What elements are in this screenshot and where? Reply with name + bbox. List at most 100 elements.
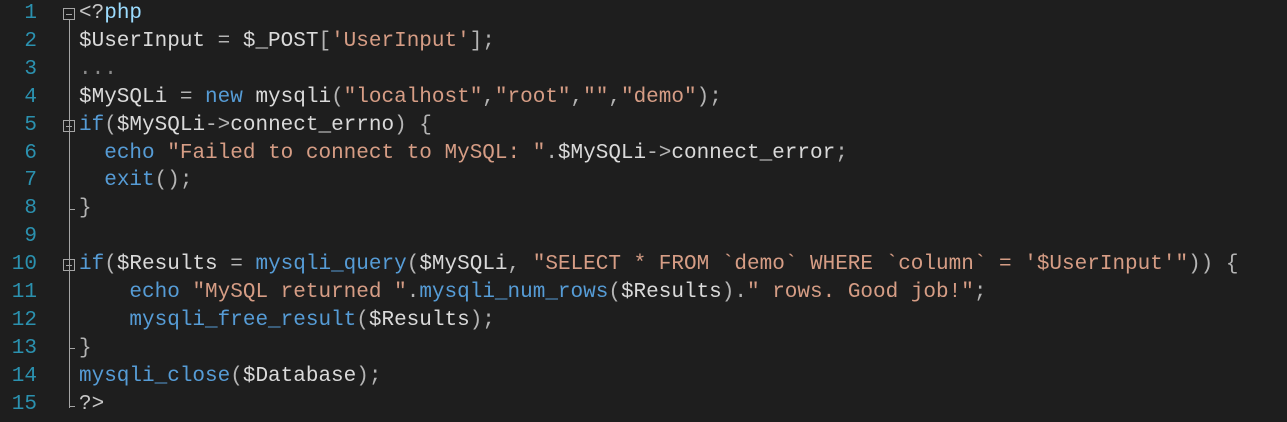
code-line[interactable]: 6 echo "Failed to connect to MySQL: ".$M… (0, 140, 1287, 168)
token-plain: mysqli (242, 85, 332, 109)
code-text: exit(); (79, 167, 192, 195)
token-punc: , (507, 253, 533, 277)
line-number: 8 (24, 197, 37, 221)
token-plain (79, 142, 104, 165)
code-line[interactable]: 4$MySQLi = new mysqli("localhost","root"… (0, 84, 1287, 112)
token-punc: , (570, 85, 584, 109)
code-line[interactable]: 10 if($Results = mysqli_query($MySQLi, "S… (0, 251, 1287, 279)
token-op: -> (205, 113, 231, 137)
line-number: 7 (24, 169, 37, 193)
token-punc: ); (356, 364, 382, 388)
token-kw: if (79, 253, 105, 277)
token-punc: ( (406, 253, 420, 277)
code-line[interactable]: 13} (0, 335, 1287, 363)
fold-guide-php-block (69, 20, 70, 408)
token-op: -> (646, 141, 672, 165)
token-var: $Results (368, 308, 470, 332)
token-punc: )) { (1188, 253, 1239, 277)
token-var: $Database (242, 364, 357, 388)
code-text: if($MySQLi->connect_errno) { (79, 112, 432, 140)
token-plain (180, 281, 193, 304)
collapse-minus-icon[interactable] (63, 259, 75, 271)
token-str: "Failed to connect to MySQL: " (167, 141, 546, 165)
line-number: 11 (11, 281, 37, 304)
token-php: php (104, 2, 143, 25)
code-line[interactable]: 14 mysqli_close($Database); (0, 363, 1287, 391)
token-punc: ; (835, 141, 848, 165)
code-line[interactable]: 15 ?> (0, 391, 1287, 419)
code-line[interactable]: 9 (0, 223, 1287, 251)
token-str: "MySQL returned " (192, 281, 407, 304)
token-kw: new (205, 85, 243, 109)
token-fn: mysqli_close (79, 364, 231, 388)
token-delim: ?> (79, 392, 105, 416)
token-fn: mysqli_num_rows (419, 281, 609, 304)
code-text: mysqli_free_result($Results); (79, 307, 495, 335)
token-op: = (205, 29, 243, 53)
line-number: 5 (24, 113, 37, 137)
code-text: <?php (79, 0, 142, 28)
fold-end-tick (69, 348, 75, 349)
token-punc: ); (696, 85, 722, 109)
token-punc: , (482, 85, 495, 109)
token-op: = (167, 85, 206, 109)
token-op: = (217, 253, 256, 277)
token-var: $Results (620, 281, 722, 304)
token-punc: ) (721, 281, 735, 304)
token-str: "root" (494, 85, 571, 109)
token-punc: } (79, 336, 92, 360)
code-line[interactable]: 7 exit(); (0, 167, 1287, 195)
token-str: "localhost" (343, 85, 483, 109)
token-punc: (); (154, 169, 193, 193)
collapse-minus-icon[interactable] (63, 120, 75, 132)
token-str: "" (583, 85, 609, 109)
token-var: $MySQLi (79, 85, 168, 109)
token-str: "SELECT * FROM `demo` WHERE `column` = '… (532, 253, 1189, 277)
token-kw: echo (129, 281, 180, 304)
token-punc: ) { (394, 113, 432, 137)
token-punc: ]; (469, 29, 495, 53)
token-punc: } (79, 197, 92, 221)
code-line[interactable]: 8} (0, 195, 1287, 223)
code-line[interactable]: 3... (0, 56, 1287, 84)
token-str: " rows. Good job!" (747, 281, 974, 304)
code-text: ?> (79, 391, 104, 419)
code-text: echo "Failed to connect to MySQL: ".$MyS… (79, 140, 848, 168)
token-kw: echo (104, 141, 155, 165)
line-number: 10 (11, 253, 37, 277)
line-number: 13 (11, 336, 37, 360)
line-number: 9 (24, 225, 37, 249)
line-number: 14 (11, 364, 37, 388)
collapse-minus-icon[interactable] (63, 8, 75, 20)
code-text: ... (79, 56, 117, 84)
token-kw: exit (104, 169, 155, 193)
token-punc: ( (356, 308, 369, 332)
token-str: "demo" (620, 85, 697, 109)
token-punc: ( (331, 85, 344, 109)
code-line[interactable]: 5 if($MySQLi->connect_errno) { (0, 112, 1287, 140)
code-line[interactable]: 1 <?php (0, 0, 1287, 28)
token-str: 'UserInput' (331, 29, 470, 53)
token-plain: connect_errno (230, 113, 395, 137)
token-punc: ; (973, 281, 987, 304)
code-text: mysqli_close($Database); (79, 363, 381, 391)
token-dots: ... (79, 57, 117, 81)
token-punc: ( (104, 113, 117, 137)
token-punc: ( (104, 253, 117, 277)
token-var: $UserInput (79, 29, 206, 53)
code-line[interactable]: 2$UserInput = $_POST['UserInput']; (0, 28, 1287, 56)
code-line[interactable]: 11 echo "MySQL returned ".mysqli_num_row… (0, 279, 1287, 307)
line-number: 15 (11, 392, 37, 416)
code-line[interactable]: 12 mysqli_free_result($Results); (0, 307, 1287, 335)
line-number: 6 (24, 141, 37, 165)
line-number: 1 (24, 2, 37, 25)
token-punc: ( (230, 364, 243, 388)
token-op: . (545, 141, 558, 165)
fold-end-tick (69, 406, 75, 407)
token-fn: mysqli_free_result (129, 308, 357, 332)
code-text: } (79, 335, 92, 363)
token-var: $MySQLi (557, 141, 647, 165)
code-text: if($Results = mysqli_query($MySQLi, "SEL… (79, 251, 1238, 279)
token-var: $MySQLi (116, 113, 206, 137)
